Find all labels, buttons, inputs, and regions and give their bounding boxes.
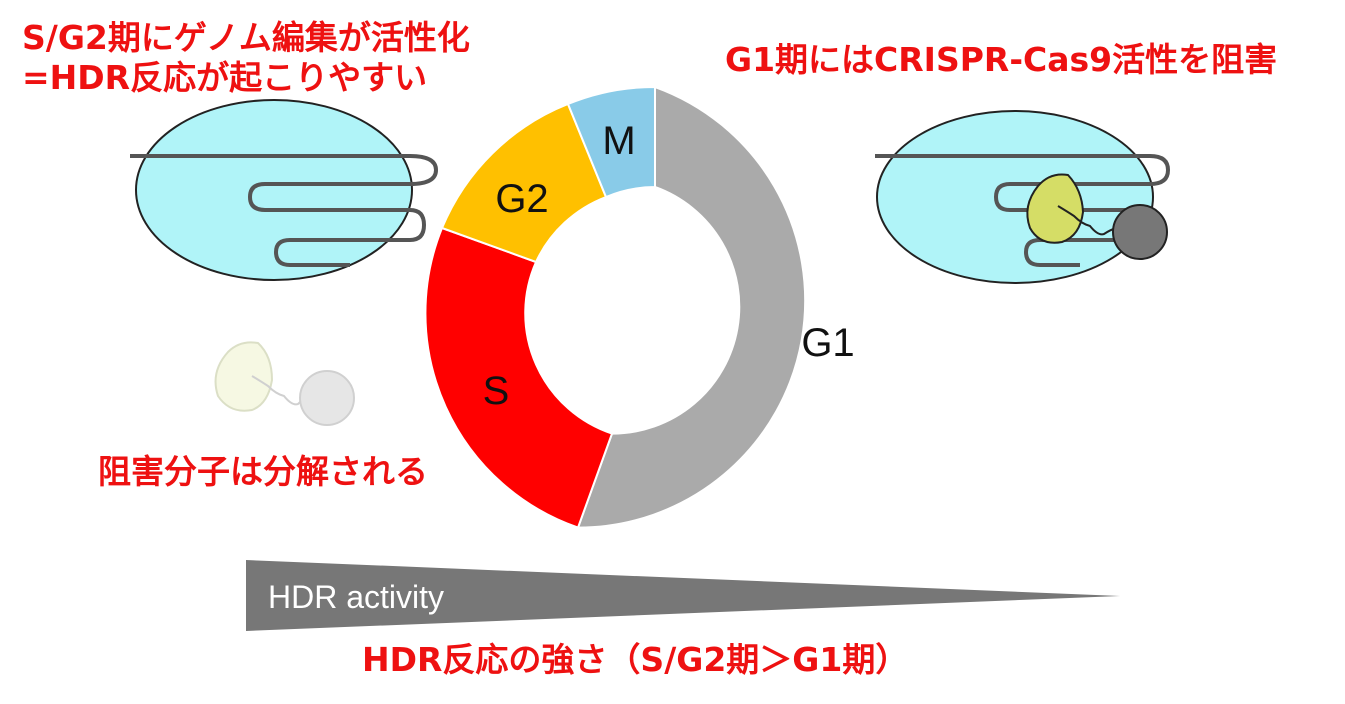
inhibitor-protein-active xyxy=(1026,173,1085,244)
right-nucleus xyxy=(876,110,1154,284)
hdr-activity-wedge-group: HDR activity xyxy=(246,560,1120,631)
right-nucleus-group xyxy=(875,110,1171,284)
s-g2-activation-caption: S/G2期にゲノム編集が活性化 =HDR反応が起こりやすい xyxy=(22,18,470,98)
phase-label-g1: G1 xyxy=(801,321,854,365)
phase-label-s: S xyxy=(483,369,510,413)
cell-cycle-donut: G1 S G2 M xyxy=(424,85,855,529)
phase-segment-g1 xyxy=(576,85,807,529)
left-nucleus xyxy=(135,99,413,281)
inhibitor-protein-faded xyxy=(214,341,274,412)
degraded-inhibitor-group xyxy=(214,341,355,426)
phase-segment-m xyxy=(566,85,656,199)
left-dna-strand xyxy=(130,154,439,267)
caption-line-1: S/G2期にゲノム編集が活性化 xyxy=(22,18,470,57)
cas9-protein-faded xyxy=(299,370,355,426)
left-nucleus-group xyxy=(130,99,439,281)
hdr-activity-wedge xyxy=(246,560,1120,631)
caption-line-2: =HDR反応が起こりやすい xyxy=(22,58,428,97)
inhibitor-linker-active xyxy=(1057,205,1117,236)
g1-inhibition-caption: G1期にはCRISPR-Cas9活性を阻害 xyxy=(725,40,1278,79)
inhibitor-degradation-caption: 阻害分子は分解される xyxy=(98,452,428,491)
hdr-strength-caption: HDR反応の強さ（S/G2期＞G1期） xyxy=(362,640,909,679)
hdr-activity-label: HDR activity xyxy=(268,579,444,615)
phase-label-g2: G2 xyxy=(495,177,548,221)
phase-label-m: M xyxy=(602,119,635,163)
phase-segment-s xyxy=(424,226,614,529)
cas9-protein-active xyxy=(1112,204,1168,260)
